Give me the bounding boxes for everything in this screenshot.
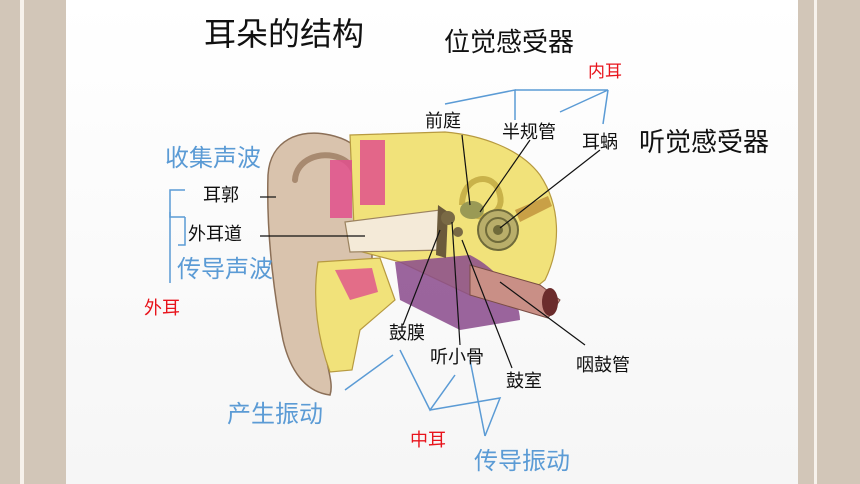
tympanic-cavity-label: 鼓室 [506,371,542,392]
conduct-sound-label: 传导声波 [177,255,273,283]
produce-vibration-label: 产生振动 [227,400,323,428]
slide-frame-right [798,0,860,484]
semicircular-canals-label: 半规管 [502,122,556,143]
eardrum-label: 鼓膜 [389,323,425,344]
position-receptor-label: 位觉感受器 [444,28,575,58]
conduct-sound-bracket [178,217,186,246]
cochlea-label: 耳蜗 [582,132,618,153]
collect-sound-label: 收集声波 [165,144,261,172]
eustachian-pointer [499,281,586,346]
inner-ear-label: 内耳 [588,62,622,82]
ossicles-pointer [451,221,461,346]
ossicles-label: 听小骨 [430,347,484,368]
ossicles-shape [441,211,455,225]
conduct-vibration-label: 传导振动 [474,447,570,475]
vestibule-pointer [461,134,471,206]
cochlea-pointer [499,149,601,229]
produce-vibration-connector [344,354,394,391]
eardrum-pointer [402,229,441,326]
ear-canal-label: 外耳道 [188,224,242,245]
eustachian-tube-label: 咽鼓管 [576,355,630,376]
collect-sound-bracket [169,189,185,218]
tympanic-pointer [461,239,513,369]
hearing-receptor-label: 听觉感受器 [639,128,770,158]
page-title: 耳朵的结构 [204,15,365,53]
auricle-label: 耳郭 [203,185,239,206]
slide-frame-left [0,0,66,484]
middle-ear-label: 中耳 [410,430,446,451]
outer-ear-label: 外耳 [144,298,180,319]
vestibule-label: 前庭 [425,111,461,132]
semicircular-pointer [479,139,531,213]
